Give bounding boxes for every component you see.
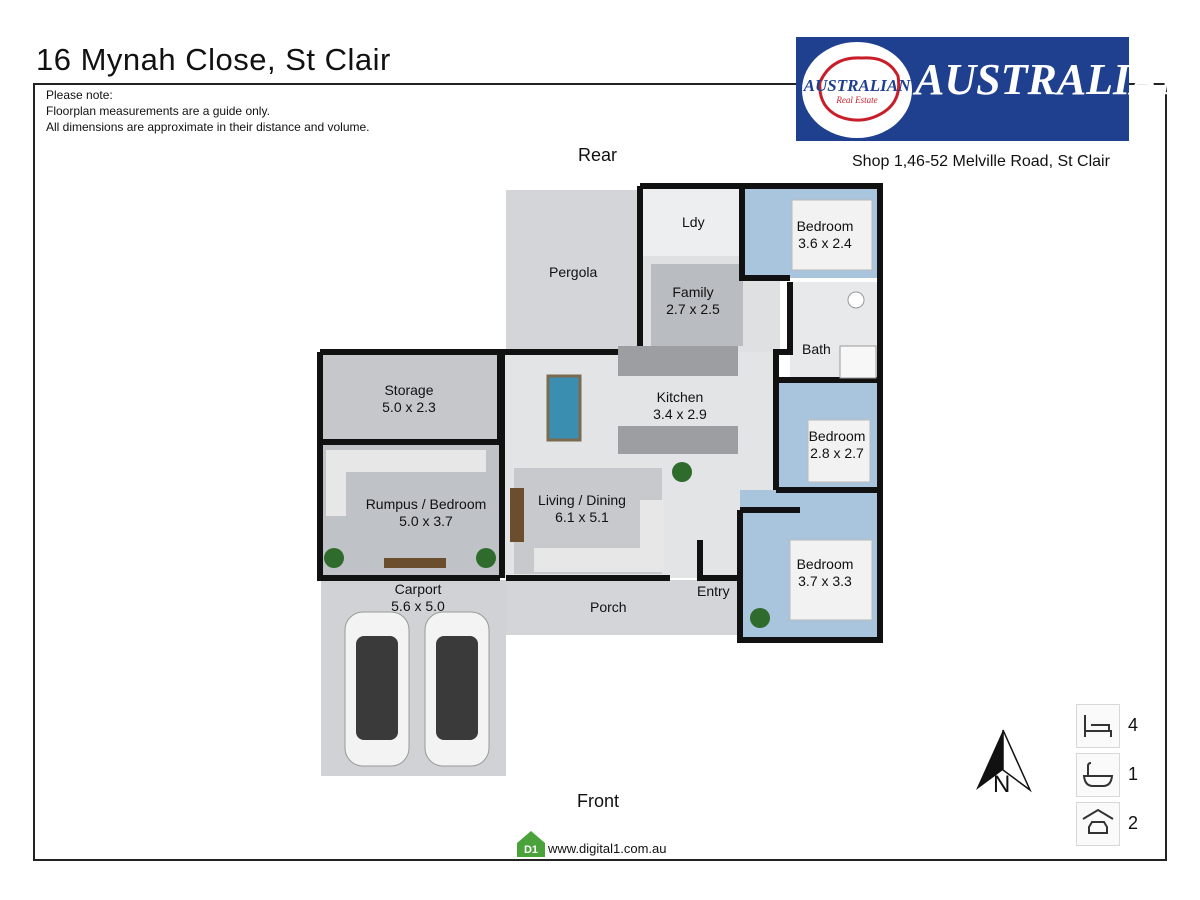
- room-family-size: 2.7 x 2.5: [666, 301, 720, 317]
- room-carport-name: Carport: [394, 581, 442, 597]
- logo-wordmark: AUSTRALIAN: [915, 55, 1192, 104]
- family-rug: [651, 264, 743, 346]
- plant: [324, 548, 344, 568]
- room-carport-size: 5.6 x 5.0: [391, 598, 445, 614]
- room-living: Living / Dining 6.1 x 5.1: [530, 492, 634, 526]
- living-sofa-side: [640, 500, 664, 572]
- walls: [317, 183, 883, 643]
- bed-1: [791, 199, 873, 271]
- plant: [672, 462, 692, 482]
- room-carport: Carport 5.6 x 5.0: [378, 581, 458, 615]
- rumpus-sofa: [326, 450, 486, 472]
- car-2: [424, 611, 490, 767]
- kitchen-bench: [618, 426, 738, 454]
- bathroom-count: 1: [1128, 764, 1139, 784]
- room-rumpus-name: Rumpus / Bedroom: [365, 496, 487, 512]
- disclaimer-note: Please note: Floorplan measurements are …: [46, 87, 370, 135]
- note-line-2: All dimensions are approximate in their …: [46, 120, 370, 134]
- laundry-floor: [640, 186, 740, 256]
- room-living-name: Living / Dining: [538, 492, 626, 508]
- room-family: Family 2.7 x 2.5: [655, 284, 731, 318]
- note-heading: Please note:: [46, 88, 113, 102]
- room-bedroom-3-name: Bedroom: [796, 556, 854, 572]
- logo-emblem-text: AUSTRALIAN: [803, 76, 911, 95]
- room-storage: Storage 5.0 x 2.3: [362, 382, 456, 416]
- logo-emblem-subtext: Real Estate: [836, 95, 878, 105]
- living-tv-unit: [510, 488, 524, 542]
- room-bedroom-1-size: 3.6 x 2.4: [798, 235, 852, 251]
- room-family-name: Family: [672, 284, 714, 300]
- room-bedroom-3-size: 3.7 x 3.3: [798, 573, 852, 589]
- australia-map-icon: [818, 56, 901, 122]
- note-line-1: Floorplan measurements are a guide only.: [46, 104, 270, 118]
- footer-logo-text: D1: [524, 844, 538, 856]
- toilet: [847, 291, 865, 309]
- plant: [750, 608, 770, 628]
- storage-floor: [320, 352, 502, 442]
- room-bedroom-1-name: Bedroom: [796, 218, 854, 234]
- bath-icon: [1076, 753, 1120, 797]
- room-bedroom-2: Bedroom 2.8 x 2.7: [804, 428, 870, 462]
- bed-icon: [1076, 704, 1120, 748]
- room-laundry: Ldy: [682, 214, 705, 230]
- orientation-front: Front: [577, 791, 620, 811]
- room-rumpus-size: 5.0 x 3.7: [399, 513, 453, 529]
- room-living-size: 6.1 x 5.1: [555, 509, 609, 525]
- room-storage-size: 5.0 x 2.3: [382, 399, 436, 415]
- pergola-slab: [506, 190, 640, 350]
- room-rumpus: Rumpus / Bedroom 5.0 x 3.7: [356, 496, 496, 530]
- room-kitchen: Kitchen 3.4 x 2.9: [640, 389, 720, 423]
- room-pergola: Pergola: [549, 264, 598, 280]
- plant: [476, 548, 496, 568]
- agency-address: Shop 1,46-52 Melville Road, St Clair: [852, 153, 1110, 170]
- room-kitchen-name: Kitchen: [656, 389, 704, 405]
- room-bedroom-1: Bedroom 3.6 x 2.4: [790, 218, 860, 252]
- room-bath: Bath: [802, 341, 831, 357]
- orientation-rear: Rear: [578, 145, 618, 165]
- room-kitchen-size: 3.4 x 2.9: [653, 406, 707, 422]
- room-storage-name: Storage: [384, 382, 434, 398]
- kitchen-island: [618, 346, 738, 376]
- bed-2: [807, 419, 871, 483]
- car-space-count: 2: [1128, 813, 1139, 833]
- car-1: [344, 611, 410, 767]
- north-arrow-icon: [976, 729, 1032, 793]
- logo-emblem: [802, 42, 912, 138]
- tv-unit: [384, 558, 446, 568]
- digital1-logo-icon: D1: [515, 829, 547, 864]
- plan-frame: [33, 83, 1167, 861]
- shower: [839, 345, 877, 379]
- room-bedroom-2-size: 2.8 x 2.7: [810, 445, 864, 461]
- bedroom-count: 4: [1128, 715, 1139, 735]
- room-porch: Porch: [590, 599, 627, 615]
- page-title: 16 Mynah Close, St Clair: [36, 42, 391, 77]
- footer-url[interactable]: www.digital1.com.au: [548, 841, 667, 856]
- bed-3: [789, 539, 873, 621]
- porch-slab: [506, 580, 738, 635]
- car-icon: [1076, 802, 1120, 846]
- north-label: N: [993, 771, 1011, 798]
- rumpus-sofa-side: [326, 450, 346, 516]
- room-bedroom-2-name: Bedroom: [808, 428, 866, 444]
- room-bedroom-3: Bedroom 3.7 x 3.3: [790, 556, 860, 590]
- dining-table: [546, 374, 582, 442]
- room-entry: Entry: [697, 583, 730, 599]
